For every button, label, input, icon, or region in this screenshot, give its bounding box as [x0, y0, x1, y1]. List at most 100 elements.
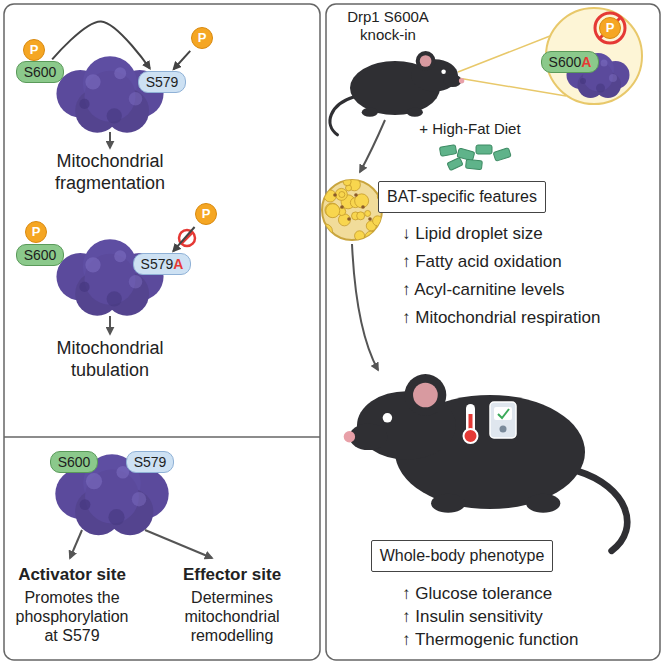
text-label: Mitochondrial tubulation	[25, 338, 195, 381]
text-label: Determines mitochondrial remodelling	[168, 588, 296, 646]
label-text: Promotes the phosphorylation at S579	[16, 589, 129, 644]
text-label: ↑ Mitochondrial respiration	[402, 308, 656, 328]
phospho-circle: P	[599, 17, 622, 40]
node-text: S600	[58, 454, 91, 470]
lipid-droplets-part	[343, 178, 351, 186]
no-symbol	[179, 230, 195, 246]
left-panel	[4, 4, 320, 660]
connector-arrow	[52, 21, 150, 68]
thermometer-icon	[464, 404, 478, 443]
label-text: Activator site	[18, 565, 126, 584]
glucometer-icon	[490, 402, 516, 438]
lipid-droplets-part	[355, 194, 369, 208]
down-arrow	[109, 316, 111, 334]
text-label: ↑ Acyl-carnitine levels	[402, 280, 656, 300]
lipid-droplets	[318, 177, 385, 243]
label-text: Mitochondrial tubulation	[56, 338, 163, 380]
thermometer-icon-part	[464, 429, 478, 443]
node-text: P	[202, 207, 211, 222]
lipid-droplets-part	[361, 205, 365, 209]
lipid-droplets-part	[335, 188, 347, 200]
label-text: ↑ Thermogenic function	[402, 630, 578, 649]
lipid-droplets-part	[365, 210, 371, 216]
label-text: Drp1 S600A knock-in	[347, 8, 429, 43]
panel-divider	[4, 436, 320, 438]
lipid-droplets-part	[325, 203, 339, 217]
diet-pellets-part	[493, 148, 511, 162]
text-label: ↑ Insulin sensitivity	[402, 607, 656, 627]
label-text: + High-Fat Diet	[419, 120, 520, 137]
no-symbol	[595, 13, 625, 43]
node-text: S579	[146, 74, 179, 90]
node-text: Whole-body phenotype	[380, 547, 545, 565]
node-text: P	[30, 43, 39, 58]
label-text: ↑ Fatty acid oxidation	[402, 252, 562, 271]
lipid-droplets-part	[339, 192, 345, 198]
text-label: Effector site	[167, 565, 297, 585]
phospho-circle: P	[23, 39, 46, 62]
lipid-droplets-part	[340, 205, 344, 209]
label-text: Determines mitochondrial remodelling	[184, 589, 279, 644]
residue-pill: S579A	[133, 253, 192, 274]
lipid-droplets-part	[368, 217, 372, 221]
down-arrow	[109, 132, 111, 148]
node-text: S579A	[141, 256, 184, 272]
no-symbol-part	[599, 17, 621, 39]
lipid-droplets-part	[354, 193, 358, 197]
flow-arrow	[360, 120, 385, 172]
diet-pellets-part	[439, 145, 456, 157]
lipid-droplets-part	[355, 231, 365, 241]
text-label: ↑ Fatty acid oxidation	[402, 252, 656, 272]
mutated-letter: A	[581, 54, 591, 70]
node-text: P	[198, 31, 207, 46]
text-label: Promotes the phosphorylation at S579	[8, 588, 136, 646]
lipid-droplets-part	[326, 204, 340, 218]
glucometer-icon-part	[498, 409, 509, 418]
phospho-circle: P	[195, 203, 218, 226]
label-text: ↑ Acyl-carnitine levels	[402, 280, 565, 299]
node-text: S600A	[549, 54, 592, 70]
glucometer-icon-part	[490, 402, 516, 438]
label-text: Effector site	[183, 565, 281, 584]
glucometer-icon-part	[500, 426, 507, 433]
diet-pellets	[439, 145, 511, 171]
text-label: Activator site	[7, 565, 137, 585]
lipid-droplets-part	[318, 224, 332, 238]
lipid-droplets-part	[324, 190, 336, 202]
drp1-protein	[56, 239, 163, 315]
split-arrow	[145, 530, 212, 558]
text-label: ↑ Glucose tolerance	[402, 584, 656, 604]
drp1-protein	[55, 454, 168, 535]
lipid-droplets-part	[333, 193, 337, 197]
text-label: Drp1 S600A knock-in	[332, 8, 444, 44]
lipid-droplets-part	[347, 217, 351, 221]
label-text: ↑ Mitochondrial respiration	[402, 308, 600, 327]
text-label: ↓ Lipid droplet size	[402, 224, 656, 244]
lipid-droplets-part	[373, 216, 383, 226]
label-text: ↑ Glucose tolerance	[402, 584, 552, 603]
connector-arrow	[174, 51, 191, 69]
node-text: P	[32, 225, 41, 240]
residue-pill: S579	[138, 71, 187, 92]
no-symbol-part	[179, 230, 195, 246]
label-text: Mitochondrial fragmentation	[55, 151, 165, 193]
zoom-line	[458, 78, 566, 96]
text-label: ↑ Thermogenic function	[402, 630, 656, 650]
phospho-circle: P	[25, 221, 48, 244]
node-text: S600	[24, 64, 57, 80]
mouse	[344, 374, 628, 551]
heading-box: Whole-body phenotype	[371, 540, 554, 572]
mutated-letter: A	[173, 256, 183, 272]
drp1-protein	[56, 56, 163, 133]
diet-pellets-part	[466, 159, 483, 170]
residue-pill: S600A	[541, 51, 600, 72]
split-arrow	[70, 530, 82, 558]
phospho-circle: P	[191, 27, 214, 50]
glucometer-icon-part	[494, 407, 512, 420]
right-panel	[326, 4, 660, 660]
residue-pill: S579	[126, 451, 175, 472]
label-text: ↑ Insulin sensitivity	[402, 607, 543, 626]
no-symbol-part	[595, 13, 625, 43]
